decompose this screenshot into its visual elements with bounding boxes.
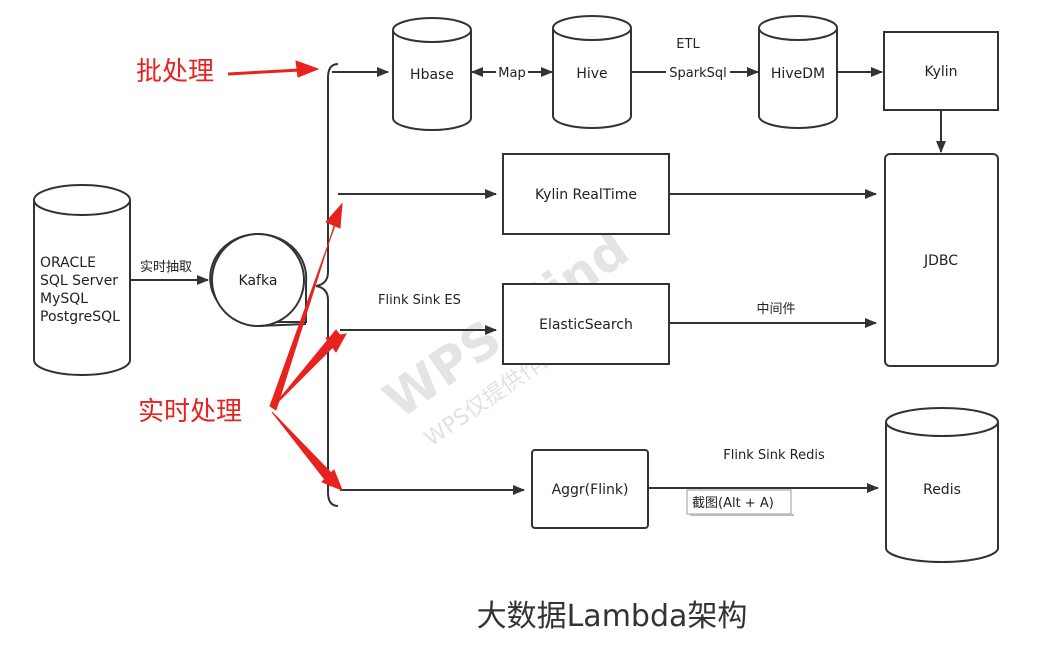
map-label: Map: [498, 66, 525, 81]
hbase-cylinder: Hbase: [392, 17, 472, 131]
hive-label: Hive: [576, 66, 607, 82]
hive-cylinder: Hive: [552, 15, 632, 129]
source-db-line-3: MySQL: [40, 291, 88, 307]
hivedm-cylinder: HiveDM: [758, 15, 838, 129]
batch-red-arrow: [227, 60, 320, 78]
source-db-cylinder: ORACLE SQL Server MySQL PostgreSQL: [33, 184, 131, 376]
etl-label: ETL: [676, 37, 700, 52]
flink-sink-redis-label: Flink Sink Redis: [723, 448, 825, 463]
source-db-line-2: SQL Server: [40, 273, 118, 289]
middleware-label: 中间件: [756, 302, 795, 317]
kafka-label: Kafka: [239, 273, 278, 289]
diagram-title: 大数据Lambda架构: [477, 599, 748, 634]
batch-annotation: 批处理: [136, 57, 214, 87]
elasticsearch-label: ElasticSearch: [539, 317, 633, 333]
aggr-flink-box: Aggr(Flink): [531, 449, 649, 529]
redis-cylinder: Redis: [885, 407, 999, 563]
sparksql-label: SparkSql: [669, 66, 726, 81]
extract-label: 实时抽取: [140, 260, 192, 275]
kylin-realtime-box: Kylin RealTime: [502, 153, 670, 235]
aggr-flink-label: Aggr(Flink): [552, 482, 629, 498]
elasticsearch-box: ElasticSearch: [502, 283, 670, 365]
jdbc-label: JDBC: [923, 253, 958, 269]
flink-sink-es-label: Flink Sink ES: [378, 293, 461, 308]
hivedm-label: HiveDM: [771, 66, 825, 82]
source-db-line-4: PostgreSQL: [40, 309, 120, 325]
redis-label: Redis: [923, 482, 961, 498]
jdbc-box: JDBC: [884, 153, 999, 367]
screenshot-tooltip: 截图(Alt + A): [686, 489, 794, 516]
realtime-annotation: 实时处理: [138, 397, 242, 427]
tooltip-text: 截图(Alt + A): [692, 496, 774, 511]
source-db-line-1: ORACLE: [40, 255, 96, 271]
kafka-node: Kafka: [209, 233, 308, 327]
kylin-box: Kylin: [883, 31, 999, 111]
fanout-brace: [315, 63, 339, 507]
realtime-red-arrows: [269, 202, 347, 491]
hbase-label: Hbase: [410, 67, 454, 83]
kylin-label: Kylin: [924, 64, 957, 80]
kylin-realtime-label: Kylin RealTime: [535, 187, 637, 203]
